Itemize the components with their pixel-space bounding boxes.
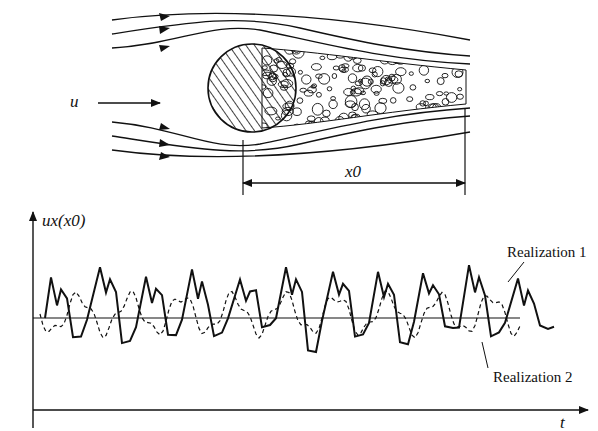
leader-line	[508, 262, 524, 282]
inflow-arrow	[98, 102, 160, 103]
label: x0	[345, 163, 361, 180]
leader-line	[482, 342, 488, 368]
label: u	[70, 93, 79, 110]
label: ux(x0)	[42, 212, 85, 229]
realization-1-signal	[45, 265, 554, 352]
streamlines	[112, 14, 470, 157]
label: Realization 1	[506, 245, 588, 260]
axes	[33, 212, 588, 428]
realization-2-signal	[40, 291, 520, 338]
label: t	[560, 414, 565, 431]
streamline-arrowheads	[159, 13, 170, 160]
label: Realization 2	[492, 370, 574, 385]
cylinder	[208, 44, 296, 132]
dimension-line	[243, 108, 465, 195]
